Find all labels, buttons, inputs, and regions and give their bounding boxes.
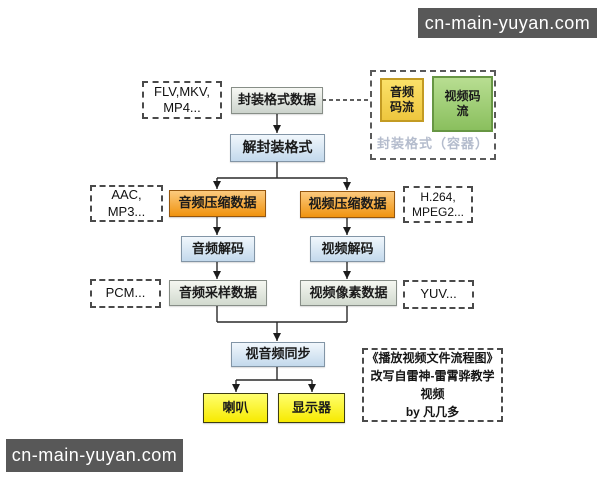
av-sync-node: 视音频同步: [231, 342, 325, 367]
container-group-box: [370, 70, 496, 160]
audio-stream-node: 音频 码流: [380, 78, 424, 122]
video-stream-node: 视频码 流: [432, 76, 493, 132]
video-decode-node: 视频解码: [310, 236, 385, 262]
audio-compressed-node: 音频压缩数据: [169, 190, 266, 217]
watermark-bottom-left: cn-main-yuyan.com: [6, 439, 183, 472]
audio-decode-node: 音频解码: [181, 236, 255, 262]
video-codec-hint-box: H.264, MPEG2...: [403, 186, 473, 223]
muxed-data-node: 封装格式数据: [231, 87, 323, 114]
watermark-top-right: cn-main-yuyan.com: [418, 8, 597, 38]
speaker-node: 喇叭: [203, 393, 268, 423]
container-group-label: 封装格式（容器）: [376, 135, 489, 151]
display-node: 显示器: [278, 393, 345, 423]
audio-samples-node: 音频采样数据: [169, 280, 267, 306]
video-compressed-node: 视频压缩数据: [300, 191, 395, 218]
formats-hint-box: FLV,MKV, MP4...: [142, 81, 222, 119]
attribution-box: 《播放视频文件流程图》 改写自雷神-雷霄骅教学 视频 by 凡几多: [362, 348, 503, 422]
pcm-hint-box: PCM...: [90, 279, 161, 308]
demux-node: 解封装格式: [230, 134, 325, 162]
yuv-hint-box: YUV...: [403, 280, 474, 309]
audio-codec-hint-box: AAC, MP3...: [90, 185, 163, 222]
video-pixels-node: 视频像素数据: [300, 280, 397, 306]
